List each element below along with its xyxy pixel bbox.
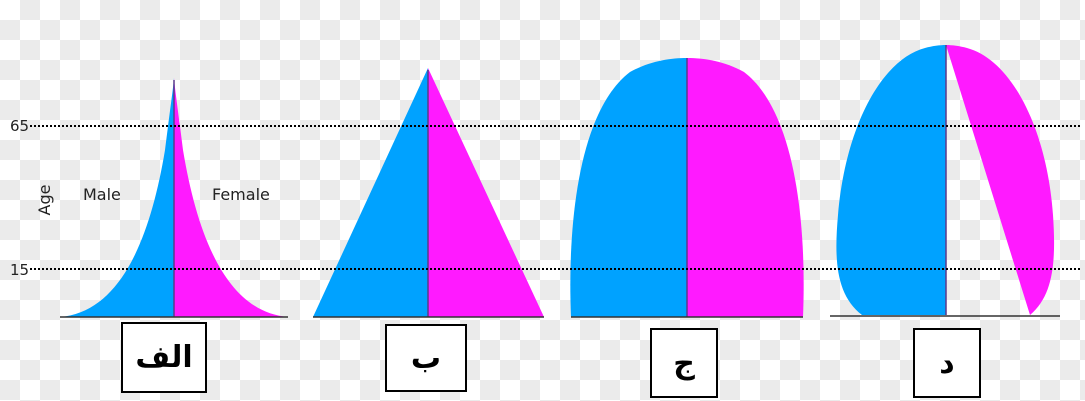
- label-box-dal: د: [913, 328, 981, 398]
- pyramid-jim: [570, 58, 804, 318]
- pyramid-dal-male: [836, 45, 946, 315]
- age-axis-title: Age: [35, 185, 54, 216]
- male-label: Male: [83, 185, 121, 204]
- pyramid-alef-male: [60, 78, 174, 317]
- label-box-be: ب: [385, 324, 467, 392]
- pyramid-alef-female: [174, 78, 288, 317]
- pyramid-be-female: [428, 68, 544, 317]
- pyramid-dal-female: [946, 45, 1055, 315]
- tick-label-15: 15: [10, 261, 29, 279]
- pyramid-jim-female: [687, 58, 804, 317]
- pyramid-dal: [830, 45, 1060, 317]
- label-box-jim: ج: [650, 328, 718, 398]
- tick-label-65: 65: [10, 117, 29, 135]
- label-box-alef: الف: [121, 322, 207, 393]
- pyramid-alef: [60, 78, 288, 318]
- pyramid-jim-male: [570, 58, 687, 317]
- pyramid-be-male: [313, 68, 428, 317]
- female-label: Female: [212, 185, 270, 204]
- pyramid-be: [313, 68, 544, 318]
